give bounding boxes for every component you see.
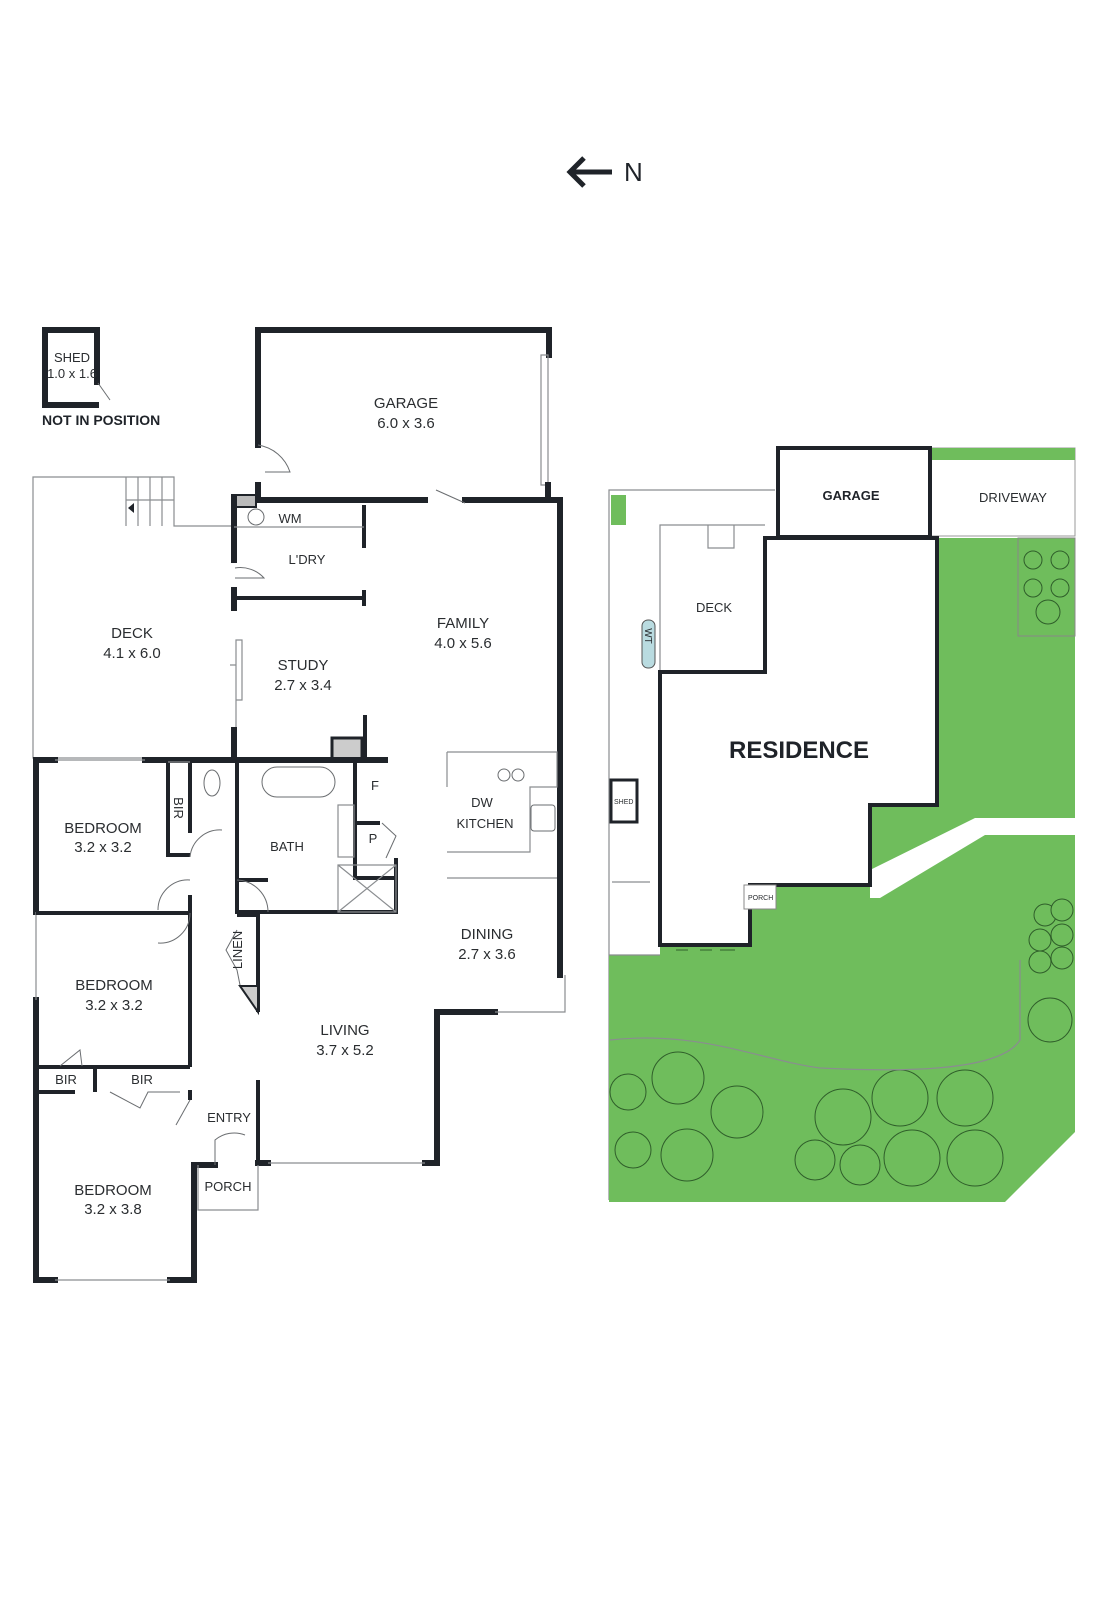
north-arrow-icon <box>566 156 612 188</box>
svg-text:DRIVEWAY: DRIVEWAY <box>979 490 1047 505</box>
svg-text:ENTRY: ENTRY <box>207 1110 251 1125</box>
svg-text:BIR: BIR <box>55 1072 77 1087</box>
svg-text:GARAGE: GARAGE <box>374 395 438 412</box>
svg-text:3.2 x 3.2: 3.2 x 3.2 <box>74 839 132 856</box>
site-plan: GARAGE DRIVEWAY DECK WT RESIDENCE SHED P… <box>608 446 1076 1202</box>
svg-text:GARAGE: GARAGE <box>822 488 879 503</box>
svg-text:F: F <box>371 778 379 793</box>
room-labels: GARAGE 6.0 x 3.6 DECK 4.1 x 6.0 STUDY 2.… <box>55 395 516 1218</box>
svg-text:PORCH: PORCH <box>748 895 773 902</box>
svg-text:WT: WT <box>642 628 653 644</box>
not-in-position-note: NOT IN POSITION <box>42 412 160 428</box>
lawn <box>609 538 1075 1202</box>
svg-text:DECK: DECK <box>696 600 732 615</box>
svg-text:SHED: SHED <box>54 350 90 365</box>
svg-text:2.7 x 3.6: 2.7 x 3.6 <box>458 946 516 963</box>
svg-text:WM: WM <box>278 511 301 526</box>
walls <box>33 327 566 1283</box>
svg-text:BIR: BIR <box>171 797 186 819</box>
svg-text:KITCHEN: KITCHEN <box>456 816 513 831</box>
deck <box>32 476 233 759</box>
svg-text:STUDY: STUDY <box>278 657 329 674</box>
svg-text:2.7 x 3.4: 2.7 x 3.4 <box>274 677 332 694</box>
svg-text:LIVING: LIVING <box>320 1022 369 1039</box>
svg-text:DW: DW <box>471 795 493 810</box>
svg-text:BEDROOM: BEDROOM <box>74 1182 152 1199</box>
svg-text:3.2 x 3.8: 3.2 x 3.8 <box>84 1201 142 1218</box>
svg-text:FAMILY: FAMILY <box>437 615 489 632</box>
svg-text:1.0 x 1.6: 1.0 x 1.6 <box>47 366 97 381</box>
svg-text:3.7 x 5.2: 3.7 x 5.2 <box>316 1042 374 1059</box>
trees <box>609 550 1074 1187</box>
svg-text:SHED: SHED <box>614 799 633 806</box>
svg-text:PORCH: PORCH <box>205 1179 252 1194</box>
svg-text:BATH: BATH <box>270 839 304 854</box>
svg-text:3.2 x 3.2: 3.2 x 3.2 <box>85 997 143 1014</box>
svg-text:BEDROOM: BEDROOM <box>75 977 153 994</box>
svg-text:6.0 x 3.6: 6.0 x 3.6 <box>377 415 435 432</box>
residence-label: RESIDENCE <box>729 737 869 764</box>
compass-label: N <box>624 157 643 187</box>
svg-text:4.0 x 5.6: 4.0 x 5.6 <box>434 635 492 652</box>
svg-text:DECK: DECK <box>111 625 153 642</box>
shed: SHED 1.0 x 1.6 NOT IN POSITION <box>42 327 160 428</box>
svg-text:L'DRY: L'DRY <box>289 552 326 567</box>
svg-text:P: P <box>369 831 378 846</box>
svg-text:BIR: BIR <box>131 1072 153 1087</box>
svg-text:BEDROOM: BEDROOM <box>64 820 142 837</box>
svg-text:DINING: DINING <box>461 926 514 943</box>
svg-text:4.1 x 6.0: 4.1 x 6.0 <box>103 645 161 662</box>
svg-text:LINEN: LINEN <box>230 931 245 969</box>
